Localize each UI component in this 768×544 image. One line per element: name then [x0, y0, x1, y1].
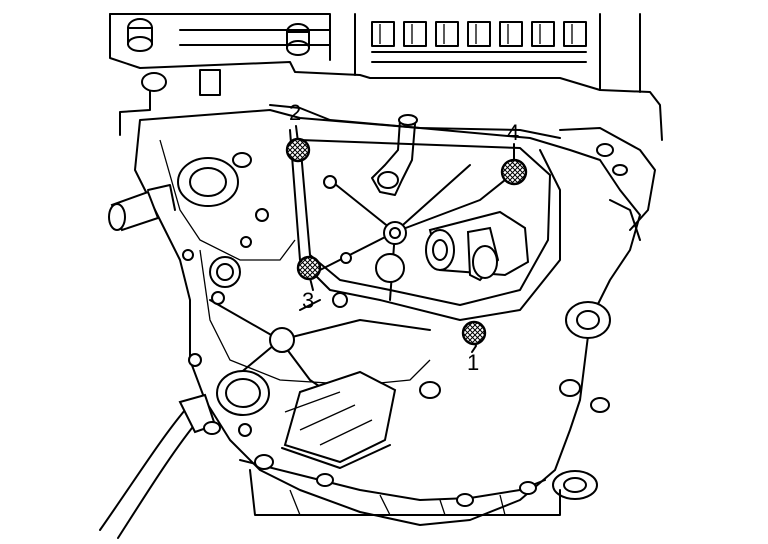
lower-round-port [216, 370, 270, 416]
hose [99, 393, 221, 539]
bolt-4 [500, 158, 528, 186]
water-outlet-pipe [108, 184, 176, 232]
callout-1: 1 [467, 350, 480, 375]
solenoid-valve [425, 210, 530, 282]
head-stud [141, 72, 167, 92]
bolt-3 [296, 255, 322, 281]
head-bolt-left [127, 18, 153, 52]
callout-4: 4 [507, 120, 520, 145]
lower-pad [281, 370, 397, 469]
callout-3: 3 [302, 288, 315, 313]
right-side-bosses [419, 143, 628, 500]
oil-pan-flange [239, 454, 561, 516]
callout-2: 2 [289, 100, 302, 125]
rib-hubs [182, 175, 407, 437]
bolt-1 [461, 320, 487, 346]
head-cooling-fins [371, 21, 587, 63]
head-bolt-right [286, 23, 310, 56]
oil-filler-opening [177, 152, 252, 207]
bolt-2 [285, 137, 311, 163]
cylinder-head [109, 13, 663, 141]
cover-hook [371, 114, 418, 196]
